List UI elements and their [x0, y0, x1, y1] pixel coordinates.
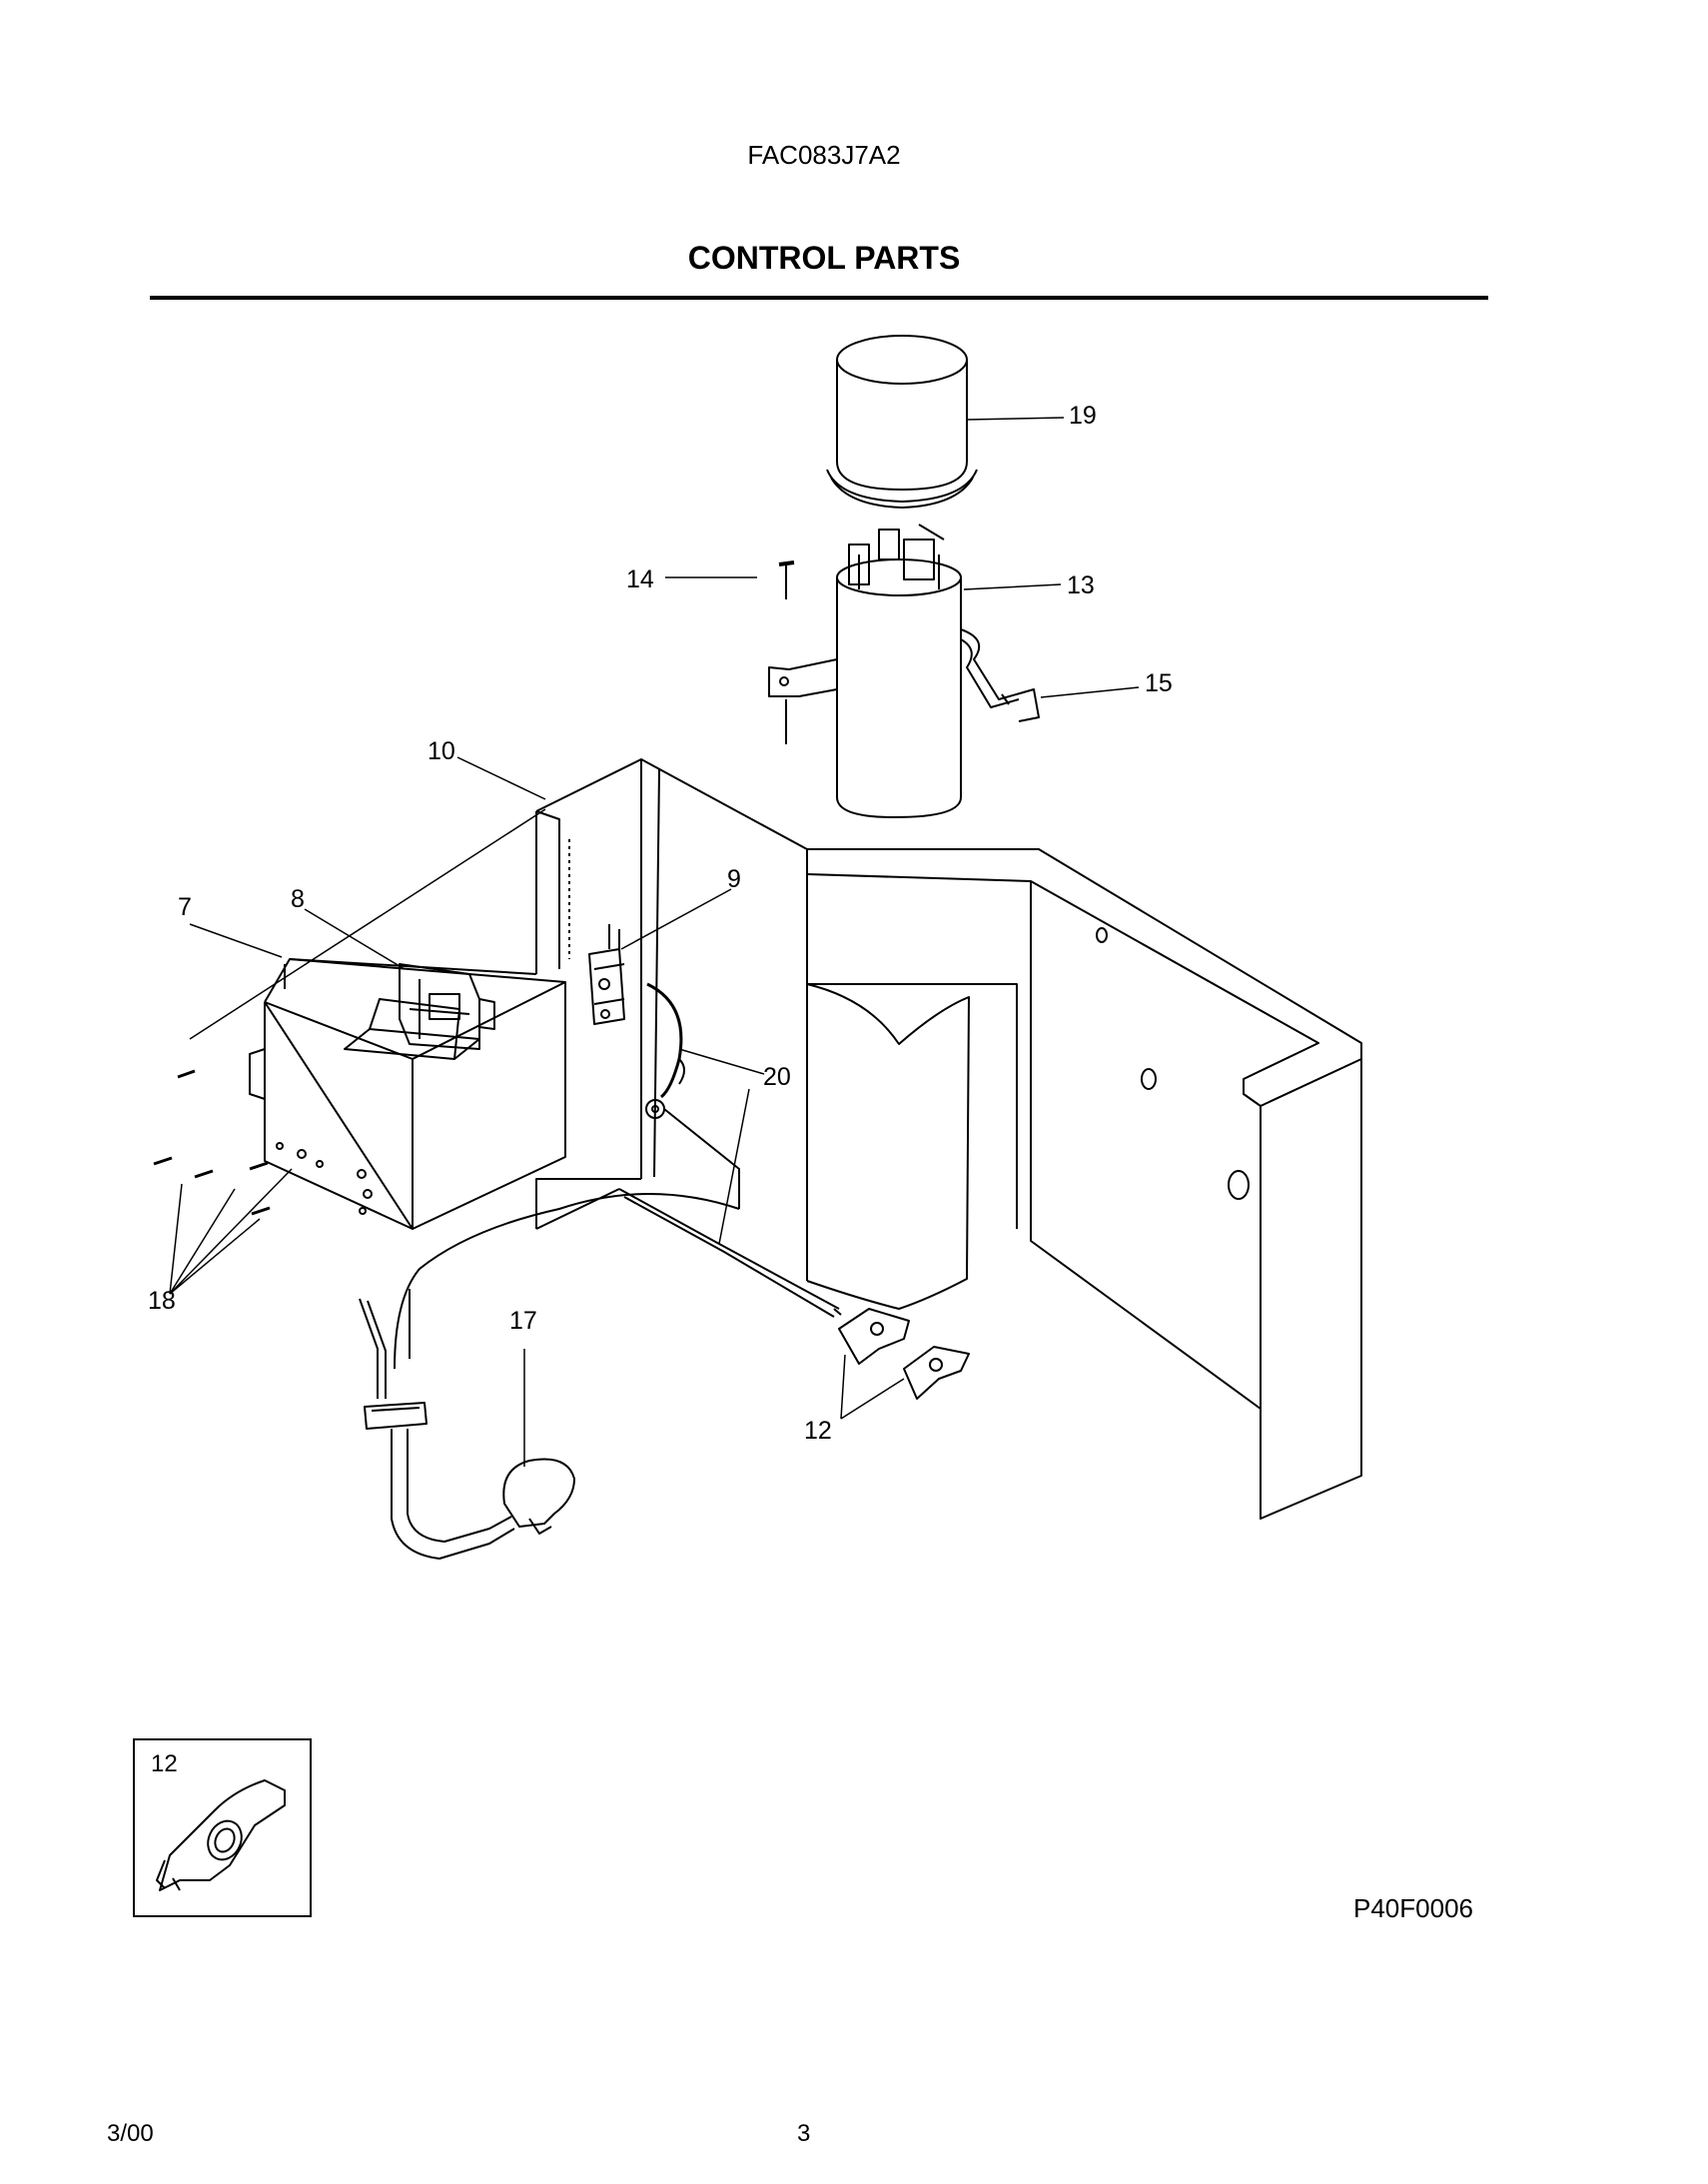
capacitor-boot [826, 335, 978, 509]
callout-19: 19 [1069, 402, 1097, 430]
title-rule [150, 296, 1488, 300]
clamp-detail-drawing [156, 1779, 286, 1891]
capacitor [836, 524, 962, 818]
callout-20: 20 [763, 1063, 791, 1091]
callout-15: 15 [1145, 669, 1173, 697]
relay-screws [153, 1069, 373, 1216]
callout-12: 12 [804, 1417, 832, 1445]
section-title: CONTROL PARTS [687, 240, 961, 276]
power-cord [359, 1193, 740, 1560]
control-box-bracket [535, 758, 808, 1281]
callout-10: 10 [427, 737, 455, 765]
callout-13: 13 [1067, 571, 1095, 599]
cabinet-panel [806, 848, 1362, 1520]
inset-label: 12 [151, 1750, 178, 1777]
inset-detail-box: 12 [133, 1738, 312, 1917]
callout-18: 18 [148, 1287, 176, 1315]
thermostat-clamps [838, 1308, 970, 1400]
callout-14: 14 [626, 565, 654, 593]
capacitor-strap [768, 628, 1040, 722]
callout-9: 9 [727, 865, 741, 893]
page-number: 3 [797, 2120, 811, 2147]
relay [399, 963, 495, 1050]
callout-8: 8 [291, 885, 305, 913]
drawing-code: P40F0006 [1353, 1893, 1473, 1923]
footer-date: 3/00 [107, 2120, 154, 2147]
relay-housing [249, 958, 566, 1230]
callout-17: 17 [509, 1307, 537, 1335]
capacitor-screw [778, 560, 795, 744]
leader-lines [169, 417, 1140, 1467]
callout-7: 7 [178, 893, 192, 921]
terminal-block [588, 924, 685, 1099]
inner-baffle [806, 983, 1018, 1310]
model-number: FAC083J7A2 [747, 140, 901, 170]
